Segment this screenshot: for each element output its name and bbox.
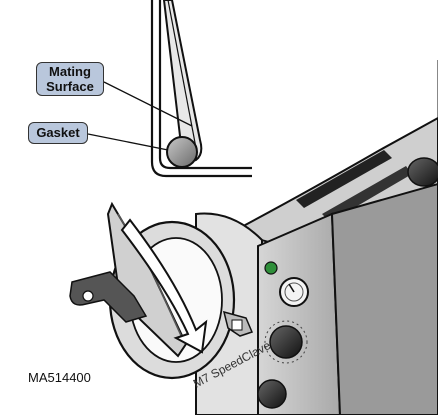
gasket-label: Gasket	[36, 125, 79, 140]
gasket-callout: Gasket	[28, 122, 88, 144]
gasket-leader	[88, 134, 168, 150]
autoclave-unit: M7 SpeedClave	[70, 118, 438, 415]
housing-side	[332, 184, 438, 415]
mating-surface-label-line2: Surface	[37, 79, 103, 94]
mating-surface-callout: Mating Surface	[36, 62, 104, 96]
gasket-icon	[167, 137, 197, 167]
mating-surface-label-line1: Mating	[37, 64, 103, 79]
ready-indicator-light	[265, 262, 277, 274]
timer-knob[interactable]	[258, 380, 286, 408]
gasket-cross-section-inset	[88, 0, 252, 176]
latch-clip	[232, 320, 242, 330]
figure-code: MA514400	[28, 370, 91, 385]
reservoir-cap	[408, 158, 438, 186]
program-selector-knob[interactable]	[270, 326, 302, 358]
latch-pivot-icon	[83, 291, 93, 301]
